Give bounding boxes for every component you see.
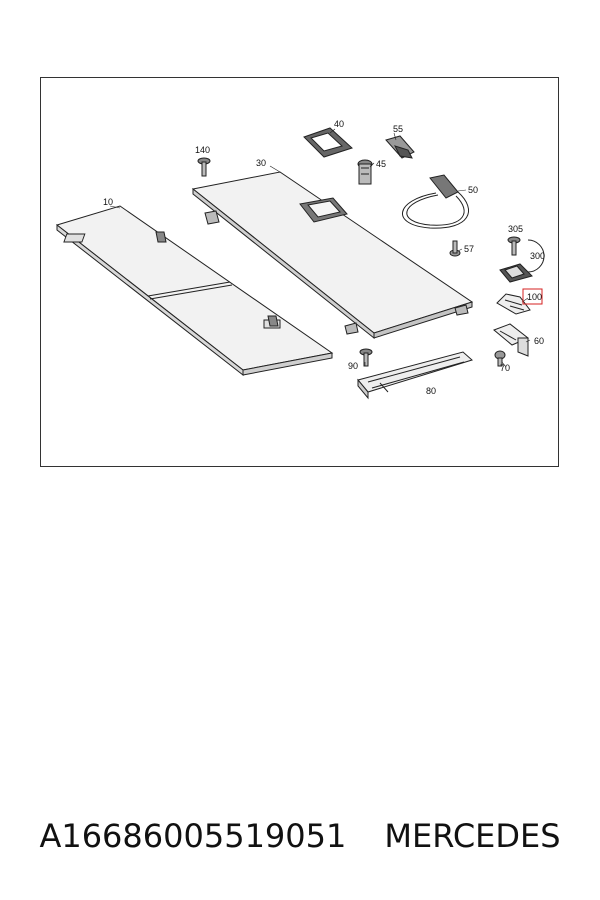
leader-lines (109, 128, 531, 368)
highlight-box-100 (522, 288, 543, 305)
callout-50: 50 (468, 185, 478, 195)
screw-part-140 (197, 157, 211, 177)
hook-part (499, 263, 533, 283)
callout-300: 300 (530, 251, 545, 261)
callout-57: 57 (464, 244, 474, 254)
screw-part-90 (359, 348, 373, 367)
latch-part-55 (385, 135, 415, 159)
callout-10: 10 (103, 197, 113, 207)
callout-circle-300 (527, 239, 545, 273)
pin-part-70 (494, 350, 506, 367)
rail-part-80 (357, 351, 473, 400)
part-number: A16686005519051 (39, 817, 347, 855)
callout-40: 40 (334, 119, 344, 129)
clip-part-45 (357, 159, 373, 185)
floor-cover-part-30 (191, 171, 474, 340)
callout-305: 305 (508, 224, 523, 234)
callout-70: 70 (500, 363, 510, 373)
handle-part-40 (303, 127, 353, 158)
callout-80: 80 (426, 386, 436, 396)
callout-100: 100 (527, 292, 542, 302)
callout-90: 90 (348, 361, 358, 371)
callout-140: 140 (195, 145, 210, 155)
hinge-plate-part-60 (493, 323, 529, 357)
callout-45: 45 (376, 159, 386, 169)
screw-part-305 (507, 236, 521, 256)
callout-55: 55 (393, 124, 403, 134)
callout-60: 60 (534, 336, 544, 346)
caption: A16686005519051 MERCEDES (0, 806, 600, 866)
callout-30: 30 (256, 158, 266, 168)
cable-part-50 (402, 174, 469, 229)
bolt-part-57 (449, 240, 461, 257)
brand-name: MERCEDES (384, 817, 561, 855)
floor-panel-part-10 (55, 205, 334, 377)
